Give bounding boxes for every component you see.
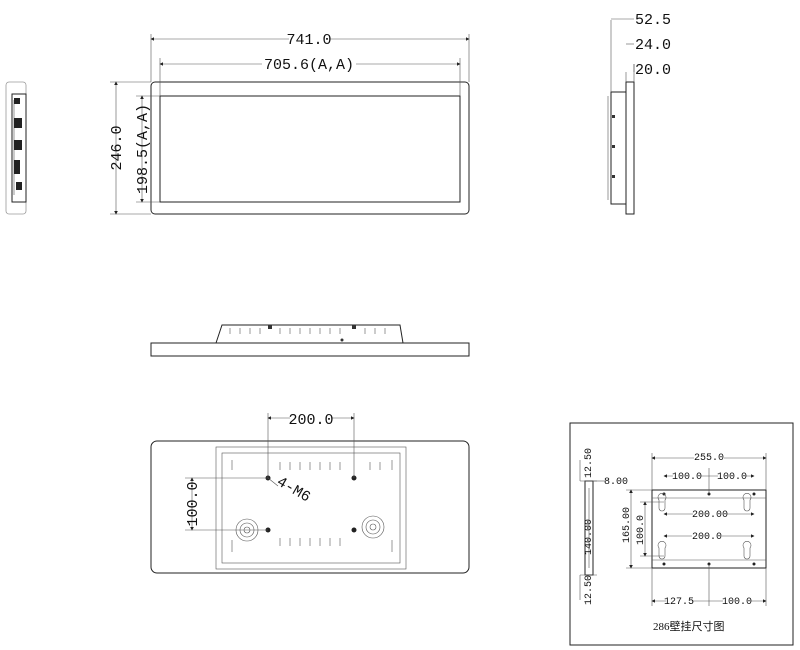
bottom-view-ticks [229,328,386,334]
top-half-left-label: 100.0 [672,472,702,483]
bracket-height-total-label: 165.00 [622,507,633,543]
keyhole-slots [657,493,752,560]
depth-mid-label: 24.0 [635,37,671,54]
back-view-vents [231,460,393,552]
bottom-offset-label: 12.50 [584,575,595,605]
side-height-label: 140.00 [584,519,595,555]
hole-vertical-label: 100.0 [185,481,202,526]
bracket-caption: 286壁挂尺寸图 [653,619,725,633]
depth-total-label: 52.5 [635,12,671,29]
depth-panel-label: 20.0 [635,62,671,79]
bracket-total-width-label: 255.0 [694,453,724,464]
back-view: 200.0 100.0 4-M6 [150,410,470,574]
bracket-detail-view: 12.50 140.00 12.50 8.00 255.0 1 [569,422,794,646]
hole-spacing-label: 200.0 [288,412,333,429]
inner-span-top-label: 200.00 [692,510,728,521]
bottom-right-label: 100.0 [722,597,752,608]
top-half-right-label: 100.0 [717,472,747,483]
active-height-label: 198.5(A,A) [135,104,152,194]
screw-spec-label: 4-M6 [274,474,314,507]
left-side-profile-view [5,81,27,215]
active-width-label: 705.6(A,A) [264,57,354,74]
bottom-view [150,324,470,357]
front-view: 741.0 705.6(A,A) 246.0 198.5(A,A) [109,30,470,215]
overall-height-label: 246.0 [109,125,126,170]
bottom-left-label: 127.5 [664,597,694,608]
top-offset-label: 12.50 [584,448,595,478]
bracket-height-inner-label: 100.0 [636,515,647,545]
overall-width-label: 741.0 [286,32,331,49]
right-side-view: 52.5 24.0 20.0 [607,12,671,215]
side-offset-label: 8.00 [604,477,628,488]
inner-span-bottom-label: 200.0 [692,532,722,543]
